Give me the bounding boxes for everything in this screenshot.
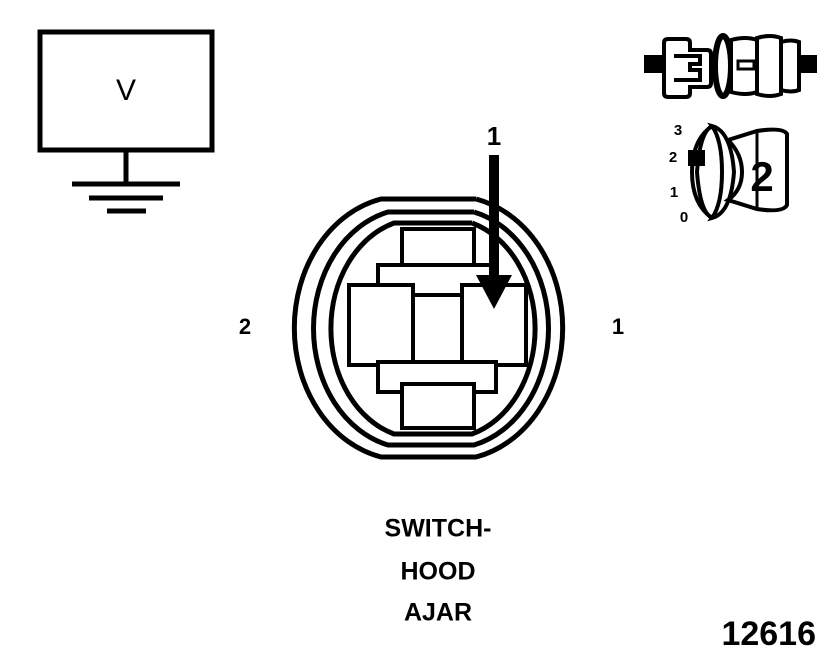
connector-seal-ring (712, 33, 734, 99)
switch-terminal-label-right: 1 (612, 314, 624, 339)
switch-terminal-label-left: 2 (239, 314, 251, 339)
cavity-pin-label-3: 3 (674, 122, 682, 139)
female-connector-mid-section (755, 34, 783, 98)
figure-number: 12616 (721, 615, 816, 653)
callout-arrow-label: 1 (487, 121, 501, 151)
highlighted-pin-block (688, 150, 705, 166)
switch-oval-ring-outer (291, 196, 566, 460)
female-connector-rear-section (779, 38, 801, 94)
cavity-pin-label-2: 2 (669, 149, 677, 166)
connector-pair-group (644, 33, 817, 99)
switch-oval-ring-middle (311, 209, 551, 448)
cavity-plate-outer (689, 124, 714, 220)
voltmeter-symbol-label: V (116, 74, 136, 107)
callout-arrow-head (476, 275, 512, 309)
cavity-pin-label-1: 1 (670, 184, 678, 201)
male-wire-stub (644, 55, 664, 73)
cavity-pin-label-0: 0 (680, 209, 688, 226)
female-wire-stub (799, 55, 817, 73)
caption-line-1: SWITCH- (385, 515, 492, 543)
hood-ajar-switch-group: 2 1 (239, 196, 624, 460)
caption-line-2: HOOD (401, 558, 476, 586)
male-connector-tab-detail (674, 54, 702, 82)
male-connector-body (662, 37, 713, 99)
cavity-body-label: 2 (750, 153, 773, 200)
switch-terminal-left (347, 283, 415, 367)
caption-group: SWITCH- HOOD AJAR (385, 515, 492, 627)
voltmeter-group: V (37, 29, 215, 214)
switch-bottom-center-block (400, 382, 476, 430)
switch-oval-ring-inner (328, 220, 538, 437)
callout-arrow-shaft (489, 155, 499, 279)
caption-line-3: AJAR (404, 599, 472, 627)
female-connector-slot (736, 59, 756, 71)
callout-arrow-group: 1 (476, 121, 512, 309)
cavity-plate-inner (707, 122, 737, 222)
cavity-view-group: 2 3 2 1 0 (669, 122, 789, 226)
